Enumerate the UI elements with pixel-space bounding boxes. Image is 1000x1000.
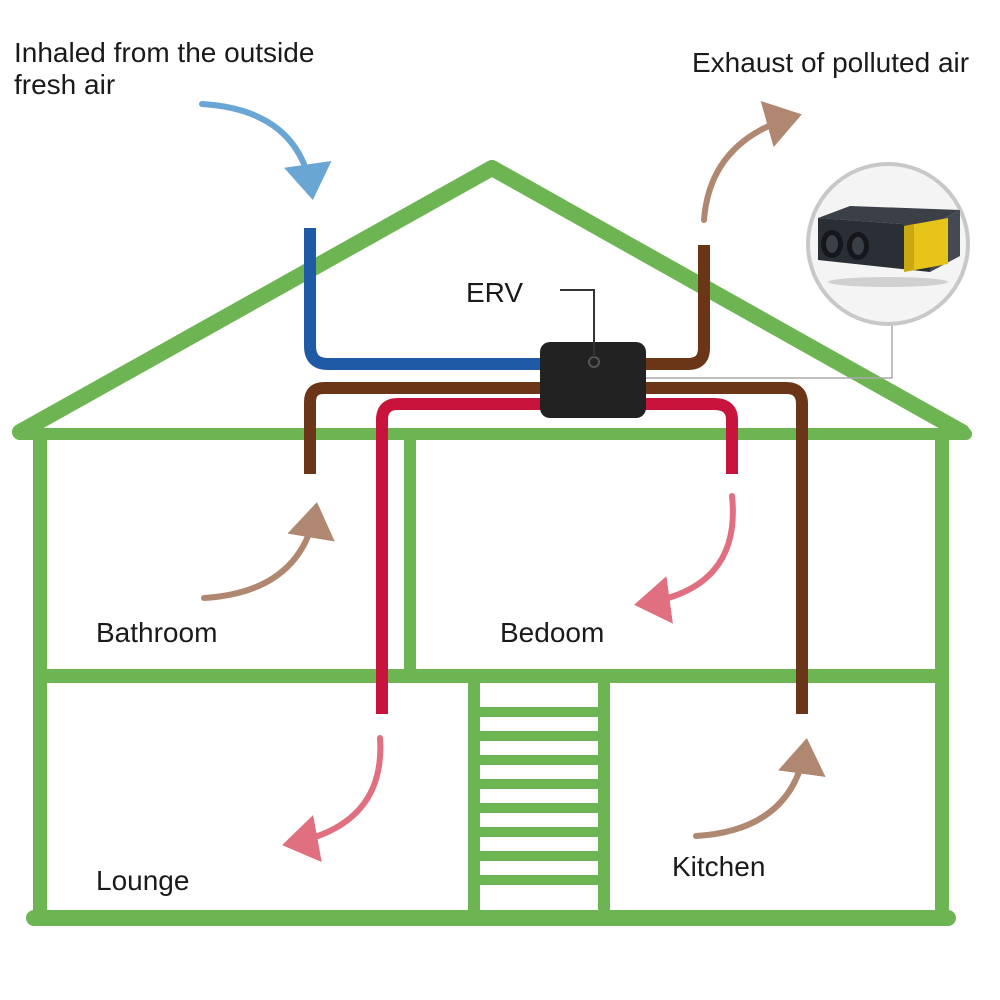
lounge-supply-duct — [376, 398, 545, 714]
exhaust-label: Exhaust of polluted air — [692, 47, 969, 78]
kitchen-return-duct — [642, 382, 808, 714]
lounge-label: Lounge — [96, 865, 189, 896]
curved-arrow-up-icon — [701, 100, 802, 223]
intake-label-line2: fresh air — [14, 69, 115, 100]
erv-label-leader — [560, 289, 595, 357]
lounge-air-arrow-icon — [282, 735, 384, 863]
exhaust-outlet-duct — [642, 245, 710, 370]
bathroom-air-arrow-icon — [201, 502, 335, 601]
erv-inset — [806, 162, 970, 326]
erv-label: ERV — [466, 277, 523, 308]
inset-leader-line — [646, 316, 893, 379]
stairs — [474, 707, 604, 885]
kitchen-label: Kitchen — [672, 851, 765, 882]
bathroom-return-duct — [304, 382, 545, 474]
intake-label-line1: Inhaled from the outside — [14, 37, 314, 68]
bedroom-supply-duct — [642, 398, 738, 474]
bathroom-label: Bathroom — [96, 617, 217, 648]
kitchen-air-arrow-icon — [693, 738, 826, 839]
house-outline — [12, 160, 972, 926]
bedroom-air-arrow-icon — [634, 493, 736, 624]
roof — [12, 160, 970, 440]
fresh-air-intake-duct — [304, 228, 545, 370]
bedroom-label: Bedoom — [500, 617, 604, 648]
erv-unit-photo-icon — [818, 206, 960, 287]
curved-arrow-down-icon — [199, 101, 332, 200]
